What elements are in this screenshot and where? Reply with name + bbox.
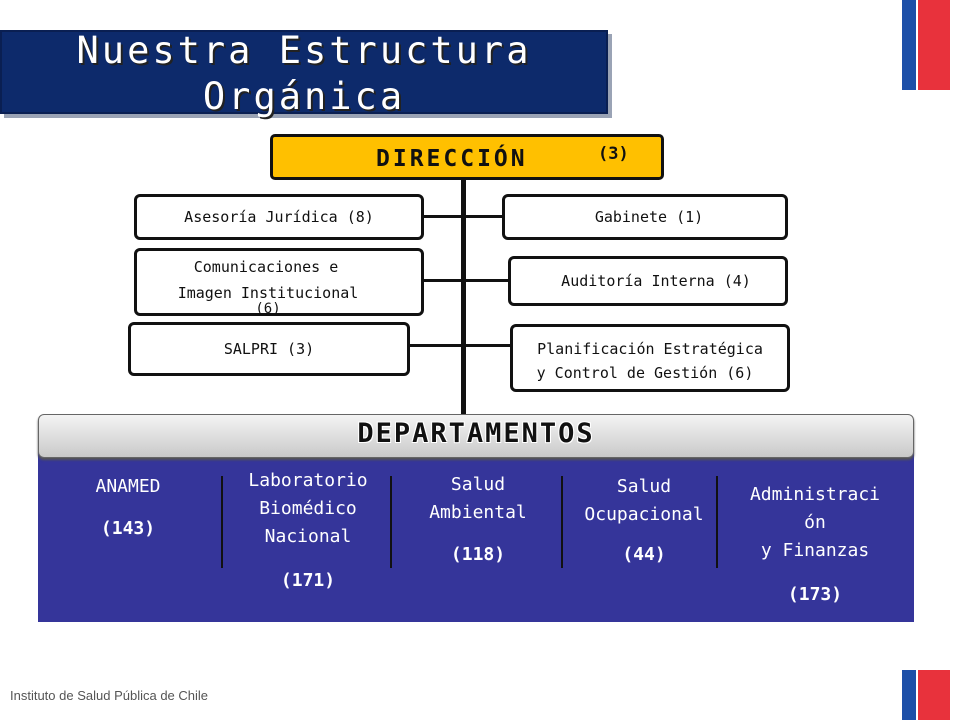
gabinete-box	[502, 194, 788, 240]
page-title-line1: Nuestra Estructura	[76, 29, 532, 72]
dept-admin-name-line3: y Finanzas	[760, 540, 870, 561]
planificacion-label-line2: y Control de Gestión (6)	[536, 364, 754, 382]
footer-institution: Instituto de Salud Pública de Chile	[10, 688, 209, 703]
comunicaciones-label-line1: Comunicaciones e	[193, 258, 339, 276]
page-title: Nuestra Estructura Orgánica	[0, 28, 608, 120]
direccion-box	[270, 134, 664, 180]
auditoria-label: Auditoría Interna (4)	[561, 272, 751, 290]
connector-row2	[422, 279, 508, 282]
gabinete-label: Gabinete (1)	[594, 208, 704, 226]
planificacion-label-line1: Planificación Estratégica	[537, 340, 763, 358]
dept-divider	[221, 476, 223, 568]
chile-flag-icon	[884, 0, 950, 90]
auditoria-box	[508, 256, 788, 306]
dept-divider	[561, 476, 563, 568]
trunk-connector	[461, 178, 466, 414]
dept-ambiental-count: (118)	[450, 544, 506, 565]
dept-admin-name-line2: ón	[804, 512, 826, 533]
asesoria-juridica-box	[134, 194, 424, 240]
planificacion-box	[510, 324, 790, 392]
dept-admin-name-line1: Administraci	[749, 484, 881, 505]
connector-row1	[422, 215, 502, 218]
title-banner	[0, 30, 608, 114]
dept-lab-name-line2: Biomédico	[259, 498, 357, 519]
dept-divider	[716, 476, 718, 568]
dept-ocupacional-name-line1: Salud	[616, 476, 672, 497]
chile-flag-icon-bottom	[884, 670, 950, 720]
departments-header-bar	[38, 414, 914, 458]
page-title-line2: Orgánica	[202, 75, 406, 118]
dept-ambiental-name-line1: Salud	[450, 474, 506, 495]
salpri-box	[128, 322, 410, 376]
asesoria-juridica-label: Asesoría Jurídica (8)	[184, 208, 374, 226]
dept-admin-count: (173)	[787, 584, 843, 605]
dept-lab-name-line1: Laboratorio	[248, 470, 368, 491]
dept-ocupacional-name-line2: Ocupacional	[584, 504, 704, 525]
comunicaciones-count: (6)	[255, 301, 281, 317]
dept-lab-count: (171)	[280, 570, 336, 591]
comunicaciones-label-line2: Imagen Institucional	[177, 284, 359, 302]
dept-lab-name-line3: Nacional	[264, 526, 352, 547]
dept-divider	[390, 476, 392, 568]
comunicaciones-box	[134, 248, 424, 316]
direccion-label: DIRECCIÓN	[376, 146, 528, 172]
departments-title: DEPARTAMENTOS	[357, 418, 595, 449]
dept-anamed-name: ANAMED	[95, 476, 161, 497]
dept-ambiental-name-line2: Ambiental	[429, 502, 527, 523]
connector-row3	[408, 344, 510, 347]
departments-panel	[38, 452, 914, 622]
direccion-count: (3)	[598, 144, 629, 164]
salpri-label: SALPRI (3)	[223, 340, 315, 358]
dept-ocupacional-count: (44)	[622, 544, 666, 565]
dept-anamed-count: (143)	[100, 518, 156, 539]
